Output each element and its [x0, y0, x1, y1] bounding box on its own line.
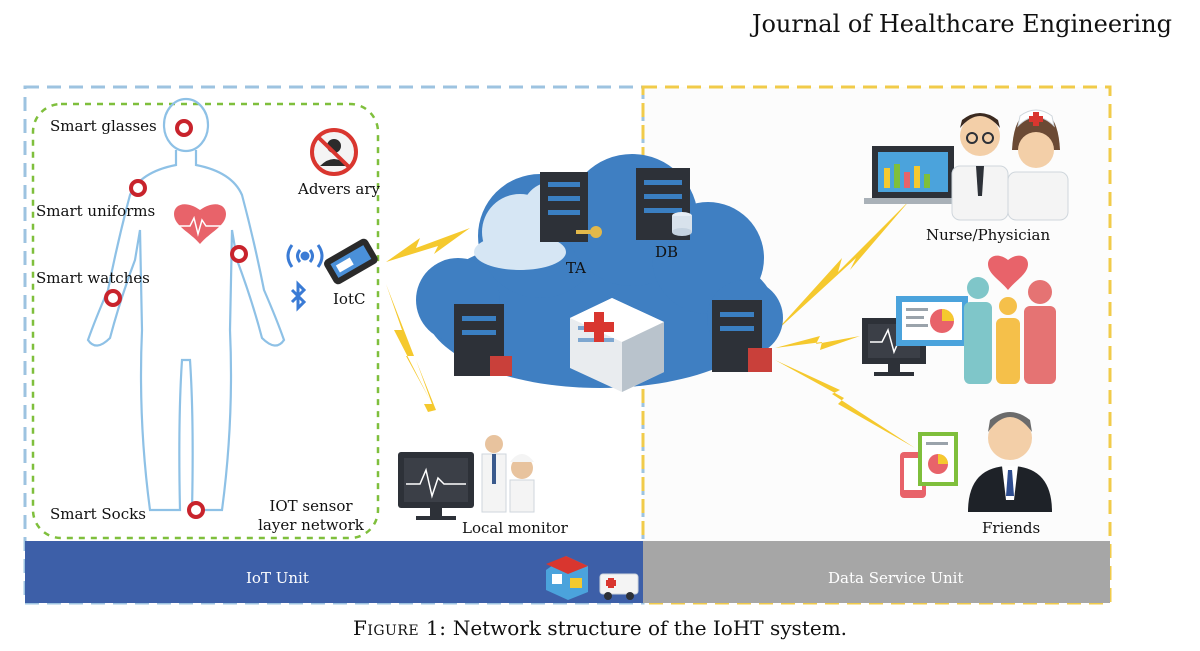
clinic-icon [546, 556, 588, 600]
sensor-dot-glasses [175, 119, 193, 137]
server-left [454, 304, 512, 376]
chart-screen-icon [896, 296, 968, 346]
label-iot-unit: IoT Unit [246, 569, 309, 587]
family-icon [964, 277, 1056, 384]
heart-icon [174, 204, 226, 244]
human-body-outline [86, 97, 286, 512]
label-sensor-layer: IOT sensor layer network [258, 497, 364, 534]
label-adversary: Advers ary [298, 180, 381, 198]
sensor-dot-uniform [129, 179, 147, 197]
label-smart-uniforms: Smart uniforms [36, 202, 156, 220]
sensor-layer-border [31, 102, 380, 540]
key-icon [576, 226, 602, 238]
label-smart-glasses: Smart glasses [50, 117, 157, 135]
wireless-icon [286, 244, 324, 268]
laptop-icon [864, 146, 962, 204]
label-nurse-physician: Nurse/Physician [926, 226, 1051, 244]
bluetooth-icon [290, 280, 307, 312]
server-right [712, 300, 772, 372]
label-iotc: IotC [333, 290, 366, 308]
nurse-icon [1007, 109, 1069, 221]
label-ta: TA [566, 259, 587, 277]
label-db: DB [655, 243, 679, 261]
lightning-links [386, 200, 915, 448]
doctor-standing-icon [481, 435, 507, 513]
label-smart-socks: Smart Socks [50, 505, 146, 523]
friend-person-icon [968, 412, 1052, 512]
label-friends: Friends [982, 519, 1041, 537]
service-unit-bar [643, 541, 1110, 603]
iotc-device [324, 238, 378, 285]
iot-unit-bar [25, 541, 643, 603]
label-smart-watches: Smart watches [36, 269, 150, 287]
sensor-dot-watch-right [230, 245, 248, 263]
local-monitor-icon [398, 452, 474, 520]
journal-title: Journal of Healthcare Engineering [751, 10, 1172, 38]
figure-caption-text: Network structure of the IoHT system. [452, 616, 848, 640]
figure-label: Figure 1: [352, 616, 447, 640]
ambulance-icon [599, 573, 639, 600]
nurse-local-icon [509, 454, 535, 513]
label-data-service-unit: Data Service Unit [828, 569, 964, 587]
sensor-dot-socks [187, 501, 205, 519]
adversary-icon [310, 128, 358, 176]
family-heart-icon [988, 255, 1028, 290]
sensor-dot-watch-left [104, 289, 122, 307]
label-local-monitor: Local monitor [462, 519, 568, 537]
hospital-icon [570, 298, 664, 392]
report-icon [918, 432, 958, 486]
server-db [636, 168, 692, 240]
figure-caption: Figure 1: Network structure of the IoHT … [0, 616, 1200, 640]
physician-icon [951, 113, 1009, 221]
